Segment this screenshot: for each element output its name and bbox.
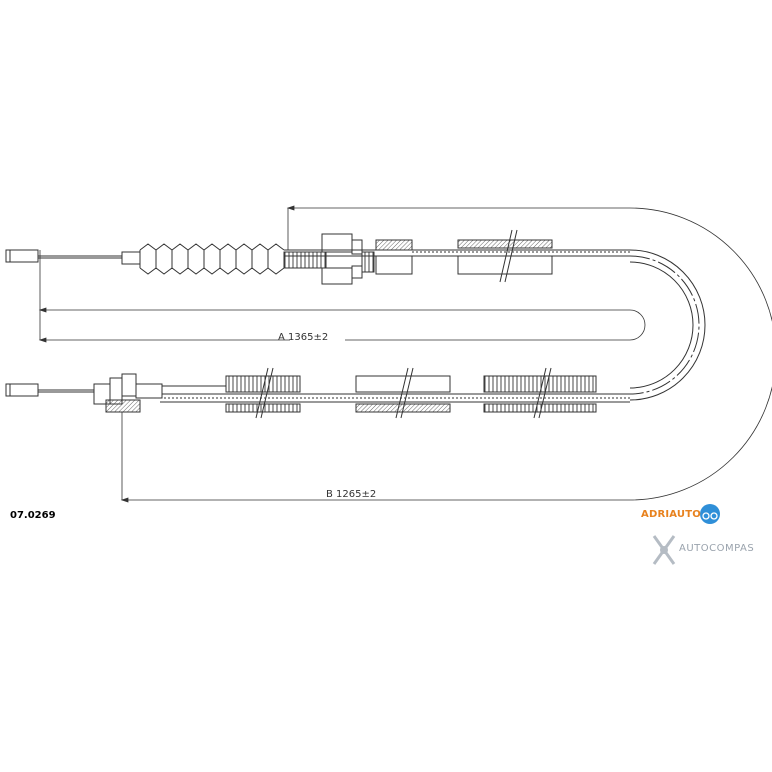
autocompas-logo-text: AUTOCOMPAS [679,543,755,554]
autocompas-logo-icon [652,535,676,565]
upper-adjuster [283,233,413,285]
dimension-b-label: B 1265±2 [326,489,376,500]
lower-sheath [160,367,630,419]
cable-u-bend [629,249,706,401]
dimension-a-label: A 1365±2 [278,332,328,343]
lower-end-fitting [5,373,226,413]
upper-cable-end [5,249,125,263]
adriauto-badge-icon [700,504,720,524]
upper-sheath [284,229,630,283]
dimension-line-a [38,250,646,343]
part-number: 07.0269 [10,510,56,521]
adriauto-logo-text: ADRIAUTO [641,509,701,520]
upper-boot [121,243,285,275]
dimension-line-b [120,205,772,503]
